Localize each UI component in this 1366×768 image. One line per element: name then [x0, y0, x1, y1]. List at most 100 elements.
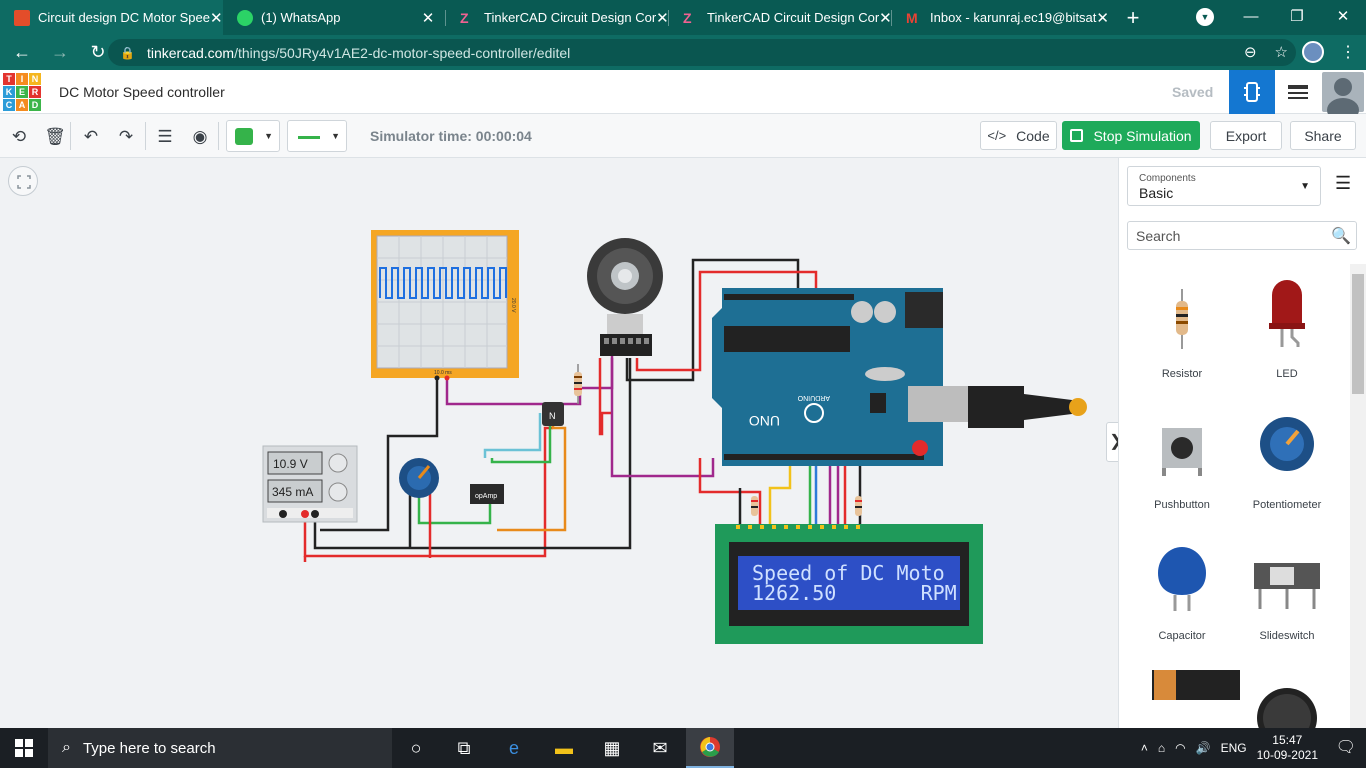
toolbar-divider [145, 122, 146, 150]
code-button[interactable]: </> Code [980, 121, 1057, 150]
edge-icon[interactable]: e [508, 737, 519, 758]
redo-icon[interactable]: ↷ [118, 127, 134, 146]
scrollbar-thumb[interactable] [1352, 274, 1364, 394]
notification-icon[interactable]: 🗨 [1335, 739, 1356, 756]
tab-title: Circuit design DC Motor Spee [38, 10, 210, 25]
tray-expand-icon[interactable]: ˄ [1140, 741, 1148, 755]
close-tab-icon[interactable]: ✕ [656, 9, 669, 27]
component-resistor[interactable]: Resistor [1130, 263, 1234, 394]
component-search-input[interactable] [1127, 221, 1357, 250]
tab-search-icon[interactable]: ▼ [1196, 8, 1214, 26]
npn-transistor[interactable]: N [542, 402, 564, 426]
logo-letter: E [16, 86, 28, 98]
close-tab-icon[interactable]: ✕ [421, 9, 435, 27]
components-dropdown[interactable]: Components Basic ▼ [1127, 166, 1321, 206]
arduino-uno[interactable]: UNO ARDUINO [712, 288, 943, 466]
network-icon[interactable]: ⌂ [1157, 741, 1166, 755]
slideswitch-icon [1254, 563, 1320, 609]
resistor[interactable] [855, 496, 862, 516]
potentiometer[interactable] [399, 458, 439, 498]
component-pushbutton[interactable]: Pushbutton [1130, 394, 1234, 525]
file-explorer-icon[interactable]: ▬ [555, 737, 573, 758]
breadboard-icon [1244, 82, 1260, 102]
supply-current: 345 mA [272, 485, 313, 499]
notes-icon[interactable]: ☰ [157, 127, 173, 146]
forward-icon[interactable]: → [51, 42, 69, 62]
profile-avatar[interactable] [1302, 41, 1324, 63]
restore-icon[interactable]: ❐ [1290, 8, 1304, 25]
stop-simulation-button[interactable]: Stop Simulation [1062, 121, 1200, 150]
task-view-icon[interactable]: ⧉ [457, 737, 471, 758]
component-potentiometer[interactable]: Potentiometer [1235, 394, 1339, 525]
clock[interactable]: 15:47 10-09-2021 [1257, 733, 1318, 763]
bookmark-star-icon[interactable]: ☆ [1274, 44, 1288, 61]
wire-style-icon [298, 136, 320, 139]
tinkercad-logo[interactable]: T I N K E R C A D [3, 73, 41, 111]
project-title[interactable]: DC Motor Speed controller [59, 84, 225, 100]
close-tab-icon[interactable]: ✕ [1096, 9, 1109, 27]
minimize-icon[interactable]: — [1243, 8, 1259, 25]
close-tab-icon[interactable]: ✕ [879, 9, 892, 27]
browser-tab-tinkercad-3[interactable]: Z TinkerCAD Circuit Design Cor ✕ [669, 0, 892, 35]
component-label: Potentiometer [1252, 499, 1322, 511]
components-label: Components [1139, 173, 1196, 184]
opamp-label: opAmp [475, 493, 497, 500]
browser-menu-icon[interactable]: ⋮ [1340, 44, 1356, 61]
share-button[interactable]: Share [1290, 121, 1356, 150]
panel-scrollbar[interactable] [1350, 264, 1366, 728]
circuit-canvas[interactable]: 10.0 ms 20.0 V N [0, 158, 1126, 728]
power-supply[interactable]: 10.9 V 345 mA [262, 445, 358, 523]
taskbar-search-box[interactable]: ⌕ Type here to search [48, 728, 392, 768]
component-slideswitch[interactable]: Slideswitch [1235, 525, 1339, 656]
component-capacitor[interactable]: Capacitor [1130, 525, 1234, 656]
browser-tab-tinkercad-2[interactable]: Z TinkerCAD Circuit Design Cor ✕ [446, 0, 669, 35]
close-window-icon[interactable]: ✕ [1336, 8, 1350, 25]
arduino-brand: ARDUINO [797, 394, 830, 401]
volume-icon[interactable]: 🔊 [1195, 741, 1211, 755]
circuit-view-button[interactable] [1229, 70, 1275, 114]
mail-icon[interactable]: ✉ [652, 737, 668, 758]
component-led[interactable]: LED [1235, 263, 1339, 394]
component-dc-motor[interactable] [1235, 656, 1339, 748]
chrome-icon[interactable] [686, 728, 734, 768]
oscilloscope[interactable]: 10.0 ms 20.0 V [371, 230, 519, 381]
export-button[interactable]: Export [1210, 121, 1282, 150]
user-avatar[interactable] [1322, 72, 1364, 122]
usb-cable[interactable] [908, 386, 1087, 428]
wifi-icon[interactable]: ◠ [1175, 741, 1186, 755]
tab-separator [445, 10, 446, 26]
url-field[interactable]: 🔒 tinkercad.com/things/50JRy4v1AE2-dc-mo… [108, 39, 1296, 66]
taskbar-search-placeholder: Type here to search [82, 739, 216, 757]
dc-motor-encoder[interactable] [587, 238, 663, 356]
reload-icon[interactable]: ↻ [90, 42, 106, 62]
wire-color-dropdown[interactable]: ▼ [226, 120, 280, 152]
undo-icon[interactable]: ↶ [83, 127, 99, 146]
fit-view-icon[interactable] [8, 166, 38, 196]
start-button[interactable] [0, 728, 48, 768]
cortana-icon[interactable]: ○ [410, 737, 422, 758]
new-tab-button[interactable]: + [1126, 4, 1140, 30]
component-label: Resistor [1161, 368, 1203, 380]
op-amp[interactable]: opAmp [470, 484, 504, 504]
component-battery[interactable] [1130, 656, 1240, 716]
schematic-view-button[interactable] [1275, 70, 1321, 114]
resistor[interactable] [751, 496, 758, 516]
browser-tab-gmail[interactable]: M Inbox - karunraj.ec19@bitsat ✕ [892, 0, 1115, 35]
tab-title: (1) WhatsApp [261, 10, 341, 25]
list-view-toggle-icon[interactable]: ☰ [1335, 173, 1352, 193]
scope-time-label: 10.0 ms [434, 370, 452, 376]
visibility-icon[interactable]: ◉ [192, 127, 208, 146]
language-indicator[interactable]: ENG [1220, 741, 1247, 755]
delete-icon[interactable]: 🗑 [44, 127, 66, 146]
store-icon[interactable]: ▦ [603, 737, 621, 758]
wire-type-dropdown[interactable]: ▼ [287, 120, 347, 152]
browser-tab-tinkercad[interactable]: Circuit design DC Motor Spee ✕ [0, 0, 223, 35]
fit-to-view-glyph [17, 175, 31, 189]
back-icon[interactable]: ← [13, 42, 31, 62]
browser-tab-whatsapp[interactable]: (1) WhatsApp ✕ [223, 0, 446, 35]
close-tab-icon[interactable]: ✕ [209, 9, 223, 27]
rotate-icon[interactable]: ⟲ [11, 127, 27, 146]
lcd-display[interactable]: Speed of DC Moto 1262.50 RPM [715, 524, 983, 644]
resistor[interactable] [574, 364, 582, 404]
zoom-icon[interactable]: ⊖ [1243, 44, 1257, 61]
